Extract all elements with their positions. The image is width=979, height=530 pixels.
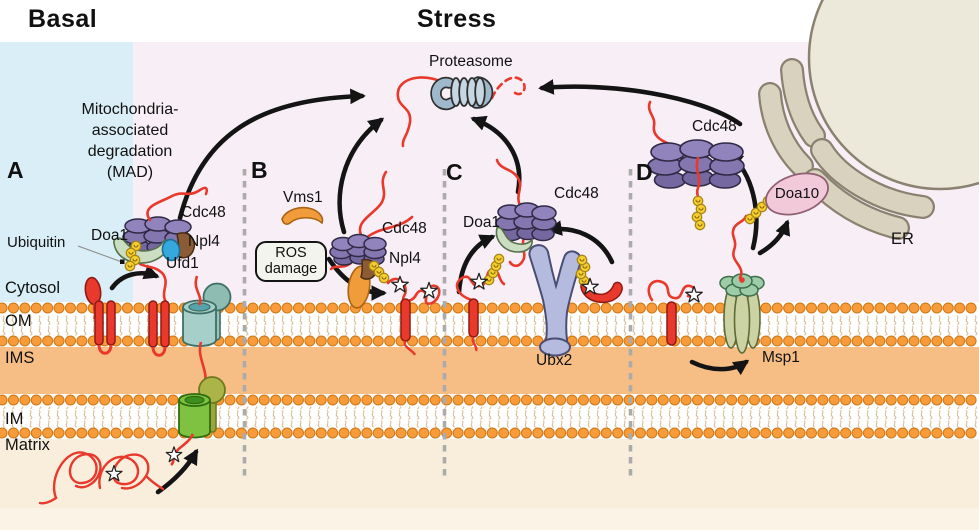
panel-b-group — [281, 170, 441, 356]
pathway-arrows — [109, 79, 791, 495]
basal-header: Basal — [28, 5, 98, 33]
er-cisternae — [758, 58, 935, 240]
om-embedded-protein-1 — [94, 300, 116, 355]
er-label: ER — [891, 230, 914, 248]
degraded-substrate-dashed — [490, 76, 526, 100]
cdc48-complex-c — [495, 202, 557, 242]
substrate-c-upper — [495, 158, 523, 209]
matrix-region — [0, 439, 979, 530]
doa1-c — [495, 226, 533, 253]
ubiquitin-pointer-line — [77, 245, 123, 263]
msp1-arrow — [689, 359, 750, 376]
substrate-b-upper — [358, 170, 388, 242]
ims-region — [0, 347, 979, 394]
stress-header: Stress — [417, 5, 497, 33]
cdc48-b-label: Cdc48 — [382, 220, 427, 237]
doa10-label: Doa10 — [774, 185, 820, 202]
cdc48-a-label: Cdc48 — [181, 204, 226, 221]
im-label: IM — [5, 410, 24, 428]
cytosol-label: Cytosol — [5, 279, 61, 297]
substrate-b-tail — [403, 340, 417, 356]
ubx2-label: Ubx2 — [536, 352, 573, 369]
substrate-d-through — [695, 156, 701, 199]
ims-label: IMS — [5, 349, 35, 367]
cytosol-extraction-arrow — [109, 264, 160, 291]
npl4-b-label: Npl4 — [389, 250, 421, 267]
panel-d-group — [647, 100, 829, 354]
substrate-a-upper — [146, 186, 209, 222]
panel-c-left-arrow — [456, 234, 496, 295]
vms1-free — [281, 206, 324, 226]
panel-label-d: D — [636, 159, 653, 185]
npl4-a-label: Npl4 — [188, 233, 220, 250]
panel-d-doa10-arrow — [757, 219, 791, 256]
tom-complex — [182, 275, 232, 401]
om-label: OM — [5, 312, 32, 330]
substrate-d-from-msp1 — [731, 214, 748, 280]
ubiquitin-attach-dot — [120, 259, 125, 264]
cdc48-complex-b — [329, 233, 387, 266]
vms1-label: Vms1 — [283, 189, 323, 206]
substrate-into-tom — [194, 275, 202, 306]
er-structure — [758, 0, 979, 240]
substrate-entering-proteasome — [396, 76, 450, 148]
mad-to-proteasome-arrow — [177, 88, 366, 221]
substrate-a-lower — [138, 262, 168, 304]
inner-membrane — [0, 394, 979, 439]
proteasome — [396, 76, 526, 148]
doa1-c-label: Doa1 — [463, 214, 501, 231]
om-embedded-protein-b — [400, 298, 411, 342]
ros-damage-box: ROS damage — [255, 241, 327, 282]
cdc48-d-label: Cdc48 — [692, 118, 737, 135]
ros-damage-line2: damage — [264, 261, 318, 277]
cdc48-c-label: Cdc48 — [554, 185, 599, 202]
panel-b-to-proteasome-arrow — [337, 117, 385, 235]
panel-label-c: C — [446, 159, 463, 185]
panel-label-a: A — [7, 157, 24, 183]
msp1 — [719, 273, 765, 354]
tim-complex — [170, 376, 226, 467]
outer-membrane — [0, 302, 979, 347]
mad-label: Mitochondria- associated degradation (MA… — [81, 101, 179, 181]
ros-damage-line1: ROS — [275, 245, 307, 261]
msp1-label: Msp1 — [762, 349, 800, 366]
panel-label-b: B — [251, 157, 268, 183]
ubiquitin-label: Ubiquitin — [7, 234, 66, 251]
ubx2 — [528, 244, 582, 357]
doa1-a-label: Doa1 — [91, 227, 129, 244]
panel-c-right-arrow — [546, 220, 615, 265]
om-embedded-protein-2 — [148, 300, 170, 357]
ufd1-a — [161, 238, 181, 262]
ufd1-a-label: Ufd1 — [166, 255, 199, 272]
panel-a-group — [38, 186, 232, 505]
panel-d-to-proteasome-arrow — [538, 79, 743, 127]
doa10 — [765, 172, 829, 216]
panel-dividers — [242, 169, 633, 480]
matrix-label: Matrix — [5, 436, 50, 454]
proteasome-label: Proteasome — [429, 53, 513, 70]
panel-c-group — [455, 158, 623, 357]
